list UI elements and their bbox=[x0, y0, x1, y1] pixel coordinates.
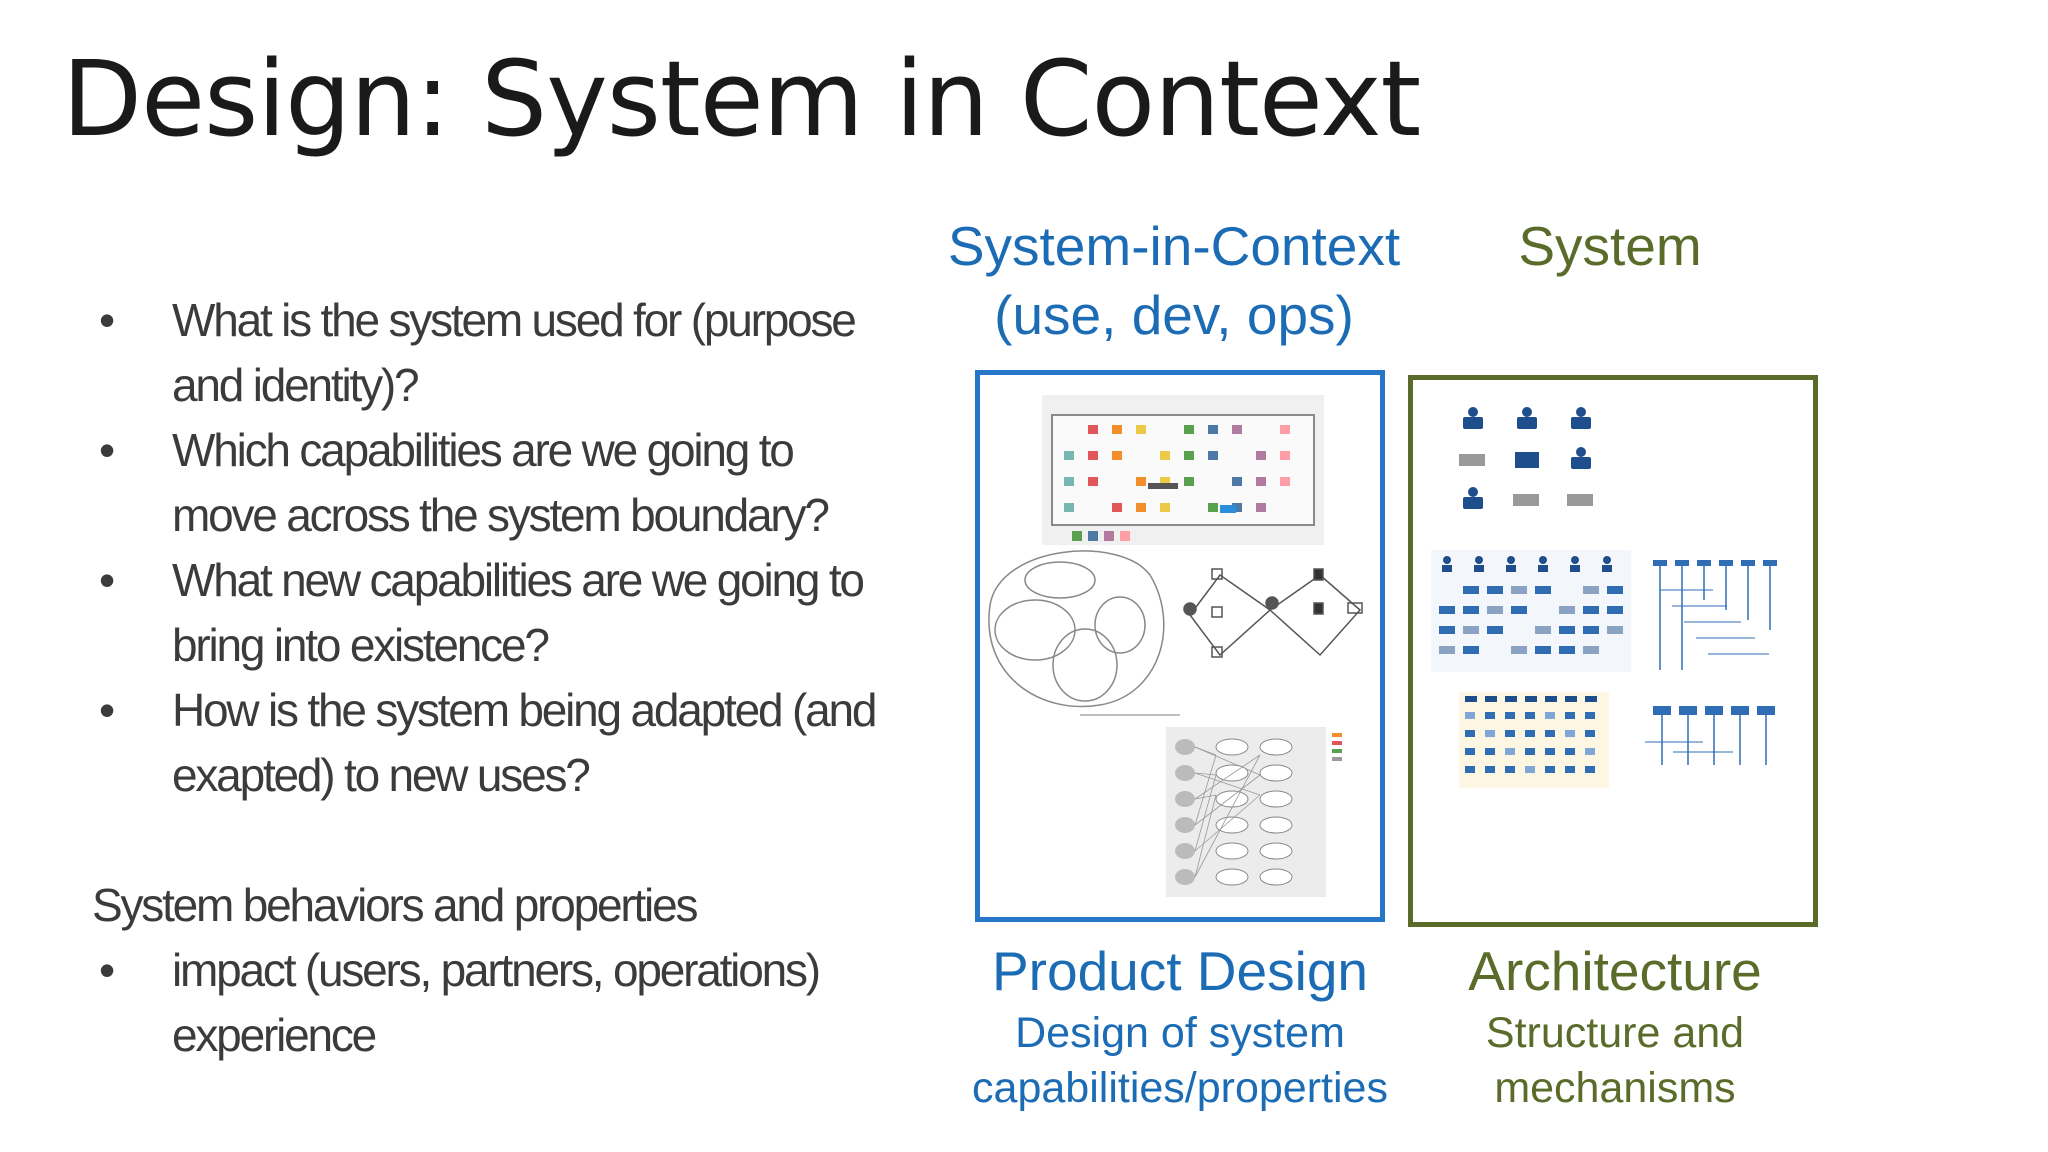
system-in-context-heading: System-in-Context (use, dev, ops) bbox=[948, 212, 1400, 350]
question-item: • What is the system used for (purpose a… bbox=[92, 288, 952, 418]
product-design-subtitle: Design of system capabilities/properties bbox=[972, 1006, 1388, 1116]
question-line: What new capabilities are we going to bbox=[172, 554, 865, 606]
architecture-thumbnails bbox=[1431, 407, 1777, 788]
subtitle-line: Structure and bbox=[1485, 1009, 1745, 1057]
question-line: How is the system being adapted (and bbox=[172, 684, 877, 736]
architecture-subtitle: Structure and mechanisms bbox=[1486, 1006, 1744, 1116]
behavior-line: experience bbox=[172, 1009, 377, 1061]
bullet-icon: • bbox=[98, 554, 116, 606]
behavior-item: • impact (users, partners, operations) e… bbox=[92, 938, 952, 1068]
bullet-icon: • bbox=[98, 684, 116, 736]
subtitle-line: mechanisms bbox=[1494, 1064, 1736, 1112]
question-item: • What new capabilities are we going to … bbox=[92, 548, 952, 678]
question-line: What is the system used for (purpose bbox=[172, 294, 857, 346]
question-line: exapted) to new uses? bbox=[172, 749, 591, 801]
component-matrix-diagram bbox=[1459, 692, 1609, 788]
question-item: • Which capabilities are we going to mov… bbox=[92, 418, 952, 548]
actor-network-diagram bbox=[1183, 568, 1363, 658]
subtitle-line: capabilities/properties bbox=[972, 1064, 1388, 1112]
question-line: move across the system boundary? bbox=[172, 489, 830, 541]
question-line: bring into existence? bbox=[172, 619, 550, 671]
component-icon-grid bbox=[1459, 407, 1593, 509]
bullet-icon: • bbox=[98, 294, 116, 346]
slide-title: Design: System in Context bbox=[62, 38, 1421, 160]
layered-component-diagram bbox=[1431, 550, 1631, 672]
question-line: and identity)? bbox=[172, 359, 420, 411]
product-design-thumbnails bbox=[988, 395, 1363, 897]
system-in-context-panel bbox=[975, 370, 1385, 922]
bullet-icon: • bbox=[98, 944, 116, 996]
sequence-diagram-2 bbox=[1645, 706, 1775, 765]
product-design-title: Product Design bbox=[991, 940, 1369, 1002]
question-line: Which capabilities are we going to bbox=[172, 424, 795, 476]
ecosystem-blob-diagram bbox=[988, 550, 1180, 716]
use-case-diagram bbox=[1166, 727, 1342, 897]
behavior-line: impact (users, partners, operations) bbox=[172, 944, 821, 996]
heading-line: (use, dev, ops) bbox=[994, 284, 1354, 346]
sequence-diagram-1 bbox=[1653, 560, 1777, 670]
question-item: • How is the system being adapted (and e… bbox=[92, 678, 952, 808]
behaviors-heading: System behaviors and properties bbox=[92, 879, 698, 931]
context-map-diagram bbox=[1042, 395, 1324, 545]
heading-line: System-in-Context bbox=[947, 215, 1401, 277]
subtitle-line: Design of system bbox=[1015, 1009, 1345, 1057]
system-heading: System bbox=[1518, 215, 1702, 277]
architecture-title: Architecture bbox=[1468, 940, 1762, 1002]
system-panel bbox=[1408, 375, 1818, 927]
bullet-list: • What is the system used for (purpose a… bbox=[92, 288, 952, 1068]
bullet-icon: • bbox=[98, 424, 116, 476]
